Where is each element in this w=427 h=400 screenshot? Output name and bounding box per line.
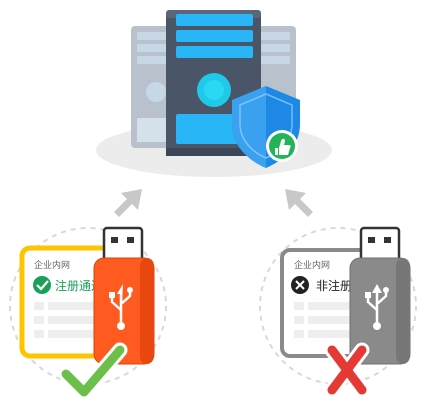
- server-group: [96, 10, 332, 177]
- status-label: 注册通过: [55, 278, 103, 293]
- checkmark-icon: [61, 345, 125, 397]
- arrow-up-icon: [114, 189, 142, 217]
- cross-icon: [327, 345, 367, 395]
- list-placeholder: [34, 302, 98, 338]
- usb-icon: [93, 226, 155, 365]
- shield-thumbs-up-icon: [232, 86, 300, 168]
- cross-icon: [291, 276, 309, 294]
- unregistered-usb-group: 企业内网 非注册: [259, 226, 417, 398]
- registered-usb-group: 企业内网 注册通过: [9, 226, 167, 400]
- status-label: 非注册: [316, 278, 352, 293]
- card-header: 企业内网: [34, 259, 70, 270]
- card-header: 企业内网: [294, 259, 330, 270]
- checkmark-icon: [33, 276, 51, 294]
- list-placeholder: [294, 302, 358, 338]
- usb-icon: [349, 226, 411, 365]
- arrow-up-icon: [285, 189, 313, 217]
